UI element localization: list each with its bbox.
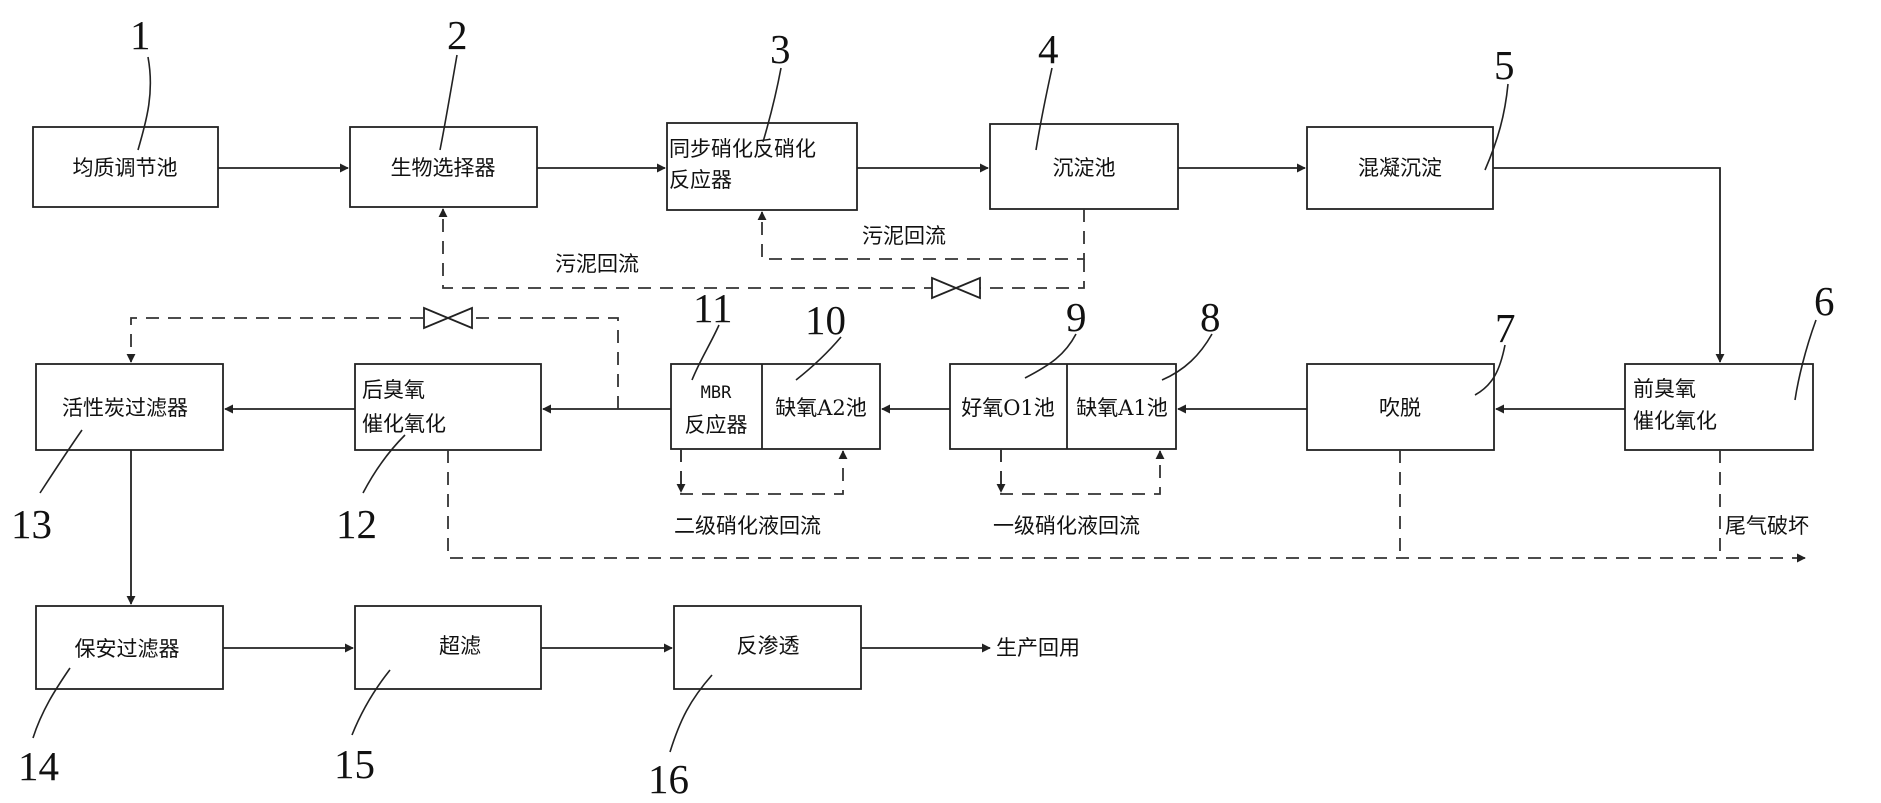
box-post-ozone-oxidation — [354, 363, 542, 451]
svg-text:6: 6 — [1814, 278, 1835, 324]
box-sedimentation-tank — [989, 123, 1179, 210]
label-snd-reactor-line1: 同步硝化反硝化 — [669, 137, 816, 161]
ref-10: 10 — [795, 297, 846, 381]
label-pre-ozone-line1: 前臭氧 — [1633, 377, 1696, 401]
box-coagulation-sedimentation — [1306, 126, 1494, 210]
label-sludge-return-2: 污泥回流 — [555, 252, 639, 276]
ref-1: 1 — [130, 12, 152, 151]
label-ultrafiltration: 超滤 — [439, 634, 481, 658]
label-snd-reactor-line2: 反应器 — [669, 168, 732, 192]
box-bio-selector — [349, 126, 538, 208]
ref-4: 4 — [1035, 26, 1059, 151]
svg-text:5: 5 — [1494, 42, 1515, 88]
ref-13: 13 — [11, 429, 83, 547]
ref-11: 11 — [691, 285, 732, 381]
label-offgas-destruction: 尾气破坏 — [1725, 514, 1809, 538]
ref-9: 9 — [1024, 294, 1087, 379]
svg-text:12: 12 — [336, 501, 377, 547]
label-stripping: 吹脱 — [1379, 396, 1421, 420]
label-production-reuse: 生产回用 — [996, 636, 1080, 660]
sludge-return-4-to-2 — [438, 208, 1085, 289]
ref-3: 3 — [762, 26, 791, 143]
ref-12: 12 — [336, 434, 406, 547]
svg-text:10: 10 — [805, 297, 846, 343]
secondary-nitrification-return — [680, 449, 848, 495]
label-anoxic-a2: 缺氧A2池 — [775, 396, 867, 420]
box-security-filter — [35, 605, 224, 690]
box-reverse-osmosis — [673, 605, 862, 690]
svg-text:13: 13 — [11, 501, 52, 547]
svg-text:8: 8 — [1200, 294, 1221, 340]
ref-15: 15 — [334, 669, 391, 787]
box-snd-reactor — [666, 122, 858, 211]
svg-text:7: 7 — [1495, 305, 1516, 351]
ref-5: 5 — [1484, 42, 1515, 171]
svg-text:4: 4 — [1038, 26, 1059, 72]
label-security-filter: 保安过滤器 — [75, 637, 180, 661]
box-a1-o1-tanks — [949, 363, 1177, 450]
svg-text:3: 3 — [770, 26, 791, 72]
bypass-to-carbon-filter — [126, 317, 619, 409]
svg-text:9: 9 — [1066, 294, 1087, 340]
flow-5-to-6 — [1493, 167, 1725, 363]
ref-16: 16 — [648, 674, 713, 802]
label-aerobic-o1: 好氧O1池 — [961, 396, 1055, 420]
box-activated-carbon-filter — [35, 363, 224, 451]
svg-text:16: 16 — [648, 756, 689, 802]
box-homogenization-tank — [32, 126, 219, 208]
label-post-ozone-line1: 后臭氧 — [362, 378, 425, 402]
label-activated-carbon-filter: 活性炭过滤器 — [62, 396, 188, 420]
label-coagulation-sedimentation: 混凝沉淀 — [1358, 156, 1442, 180]
box-mbr-a2-tanks — [670, 363, 881, 450]
label-mbr-line2: 反应器 — [685, 413, 748, 437]
valve-bypass — [423, 306, 473, 330]
label-primary-nitrification-return: 一级硝化液回流 — [993, 514, 1140, 538]
ref-6: 6 — [1794, 278, 1835, 401]
svg-text:11: 11 — [693, 285, 732, 331]
label-sedimentation-tank: 沉淀池 — [1053, 156, 1116, 180]
box-pre-ozone-oxidation — [1624, 363, 1814, 451]
ref-14: 14 — [18, 667, 71, 789]
label-anoxic-a1: 缺氧A1池 — [1076, 396, 1168, 420]
label-homogenization-tank: 均质调节池 — [73, 156, 178, 180]
ref-2: 2 — [439, 12, 468, 151]
svg-text:1: 1 — [130, 12, 151, 58]
ref-7: 7 — [1474, 305, 1516, 396]
sludge-return-4-to-3 — [757, 209, 1085, 260]
label-pre-ozone-line2: 催化氧化 — [1633, 409, 1717, 433]
label-secondary-nitrification-return: 二级硝化液回流 — [674, 514, 821, 538]
ref-8: 8 — [1161, 294, 1221, 381]
label-sludge-return-1: 污泥回流 — [862, 224, 946, 248]
svg-text:15: 15 — [334, 741, 375, 787]
label-post-ozone-line2: 催化氧化 — [362, 412, 446, 436]
label-reverse-osmosis: 反渗透 — [737, 634, 800, 658]
label-bio-selector: 生物选择器 — [391, 156, 496, 180]
svg-text:14: 14 — [18, 743, 59, 789]
valve-sludge-return — [931, 276, 981, 300]
label-mbr-line1: MBR — [701, 383, 732, 403]
svg-text:2: 2 — [447, 12, 468, 58]
primary-nitrification-return — [1000, 449, 1165, 495]
offgas-line — [447, 450, 1806, 563]
